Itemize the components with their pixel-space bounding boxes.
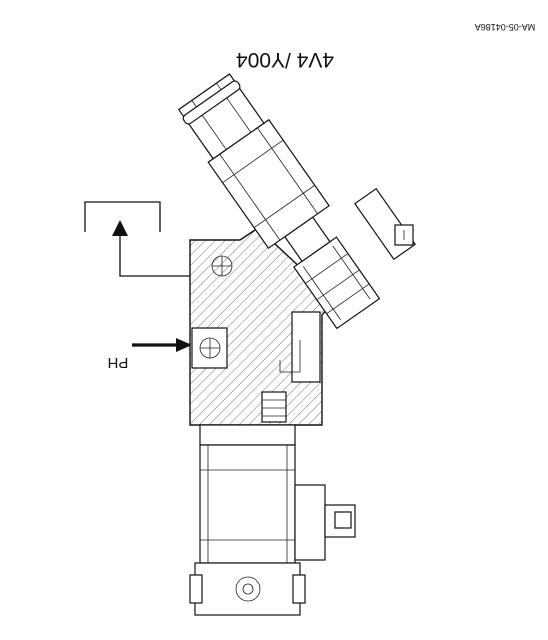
pressure-inlet-arrow <box>132 338 192 352</box>
solenoid-cartridge <box>177 73 381 330</box>
reference-code: MA-05-04186A <box>475 22 536 32</box>
tank-return-symbol <box>84 201 161 232</box>
lower-actuator <box>189 424 356 616</box>
return-flow-arrow <box>112 220 190 277</box>
connector-plug-upper <box>354 187 416 261</box>
port-label-ph: PH <box>108 354 129 371</box>
drawing-title: 4V4 /Y004 <box>236 48 334 71</box>
